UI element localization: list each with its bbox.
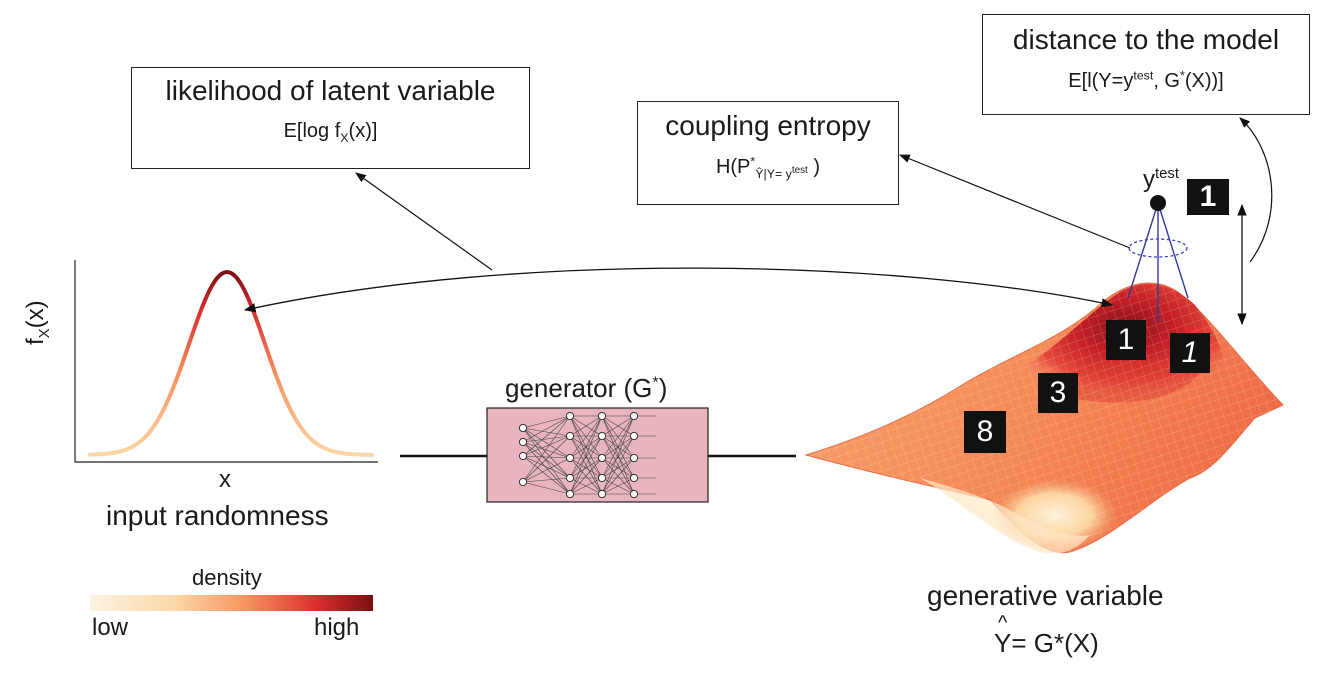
nn-edge: [522, 441, 571, 459]
coupling-formula: H(P*Ŷ|Y= ytest ): [715, 154, 821, 181]
nn-node: [518, 437, 528, 447]
output-caption: generative variable: [927, 580, 1164, 611]
colorbar-title: density: [192, 565, 262, 590]
nn-node: [629, 411, 639, 421]
likelihood-formula: E[log fX(x)]: [283, 120, 378, 145]
nn-edge: [522, 427, 571, 479]
arrow-to-distance: [1239, 117, 1273, 263]
generator-label: generator (G*): [505, 373, 668, 403]
nn-node: [597, 411, 607, 421]
output-hat: ^: [998, 612, 1008, 634]
input-ylabel: fX(x): [22, 300, 53, 345]
nn-edge: [601, 415, 635, 495]
nn-node: [597, 473, 607, 483]
digit-near-b-thumbnail: 1: [1170, 333, 1210, 373]
nn-node: [629, 473, 639, 483]
nn-edge: [522, 455, 571, 459]
nn-edge: [522, 435, 571, 457]
distance-title: distance to the model: [1012, 24, 1280, 55]
likelihood-title: likelihood of latent variable: [165, 75, 496, 106]
test-point-label: ytest: [1143, 166, 1179, 193]
likelihood-box: likelihood of latent variable E[log fX(x…: [131, 67, 530, 169]
nn-node: [597, 431, 607, 441]
nn-edge: [601, 435, 635, 495]
nn-node: [629, 431, 639, 441]
nn-edge: [522, 415, 571, 443]
nn-edge: [522, 455, 571, 495]
colorbar: [90, 595, 373, 611]
input-xlabel: x: [219, 466, 231, 493]
colorbar-low-label: low: [92, 614, 129, 641]
nn-node: [565, 473, 575, 483]
output-formula: Y= G*(X): [994, 628, 1099, 658]
nn-node: [518, 477, 528, 487]
arrow-to-coupling: [898, 154, 1131, 249]
nn-edge: [601, 415, 635, 459]
nn-edge: [601, 477, 635, 495]
coupling-title: coupling entropy: [665, 110, 871, 141]
digit-test-thumbnail: 1: [1187, 179, 1229, 215]
nn-edge: [569, 415, 603, 495]
nn-edge: [569, 415, 603, 459]
nn-edge: [601, 457, 635, 495]
nn-edge: [569, 457, 603, 479]
nn-edge: [522, 435, 571, 443]
nn-edge: [601, 415, 635, 479]
distance-box: distance to the model E[l(Y=ytest, G*(X)…: [982, 14, 1310, 115]
nn-edge: [569, 435, 603, 479]
nn-edge: [522, 435, 571, 483]
nn-node: [565, 411, 575, 421]
generator-box: [486, 407, 709, 503]
nn-edge: [522, 477, 571, 483]
nn-edge: [601, 457, 635, 479]
distance-formula: E[l(Y=ytest, G*(X))]: [1068, 68, 1224, 92]
nn-edge: [522, 441, 571, 495]
input-caption: input randomness: [106, 500, 329, 531]
nn-node: [597, 489, 607, 499]
density-curve: [88, 270, 374, 457]
nn-edge: [569, 457, 603, 495]
nn-edge: [569, 415, 603, 479]
nn-node: [597, 453, 607, 463]
nn-node: [518, 423, 528, 433]
colorbar-high-label: high: [314, 614, 360, 641]
digit-far-thumbnail: 8: [964, 411, 1006, 453]
nn-edge: [522, 441, 571, 479]
nn-edge: [522, 427, 571, 495]
nn-node: [565, 431, 575, 441]
nn-edge: [569, 477, 603, 495]
nn-edge: [601, 415, 635, 437]
nn-edge: [522, 457, 571, 483]
generative-surface: [804, 282, 1284, 554]
nn-edge: [522, 427, 571, 437]
input-density-plot: [74, 260, 378, 463]
plot-axes: [74, 260, 378, 463]
nn-node: [565, 453, 575, 463]
nn-edge: [522, 455, 571, 479]
nn-edge: [522, 481, 571, 495]
nn-edge: [522, 427, 571, 459]
nn-edge: [569, 435, 603, 495]
test-point-projection: [1127, 195, 1189, 322]
nn-edge: [601, 435, 635, 479]
nn-edge: [569, 415, 603, 437]
nn-node: [518, 451, 528, 461]
nn-node: [629, 489, 639, 499]
coupling-box: coupling entropy H(P*Ŷ|Y= ytest ): [637, 101, 899, 205]
nn-edge: [522, 415, 571, 457]
arrow-to-likelihood: [355, 172, 493, 271]
nn-node: [629, 453, 639, 463]
neural-network-icon: [518, 411, 656, 499]
digit-near-a-thumbnail: 1: [1106, 320, 1146, 360]
digit-mid-thumbnail: 3: [1038, 373, 1078, 413]
double-arrow-curve: [243, 267, 1114, 313]
test-point-dot: [1150, 195, 1166, 211]
nn-edge: [522, 415, 571, 483]
nn-node: [565, 489, 575, 499]
nn-edge: [522, 415, 571, 429]
